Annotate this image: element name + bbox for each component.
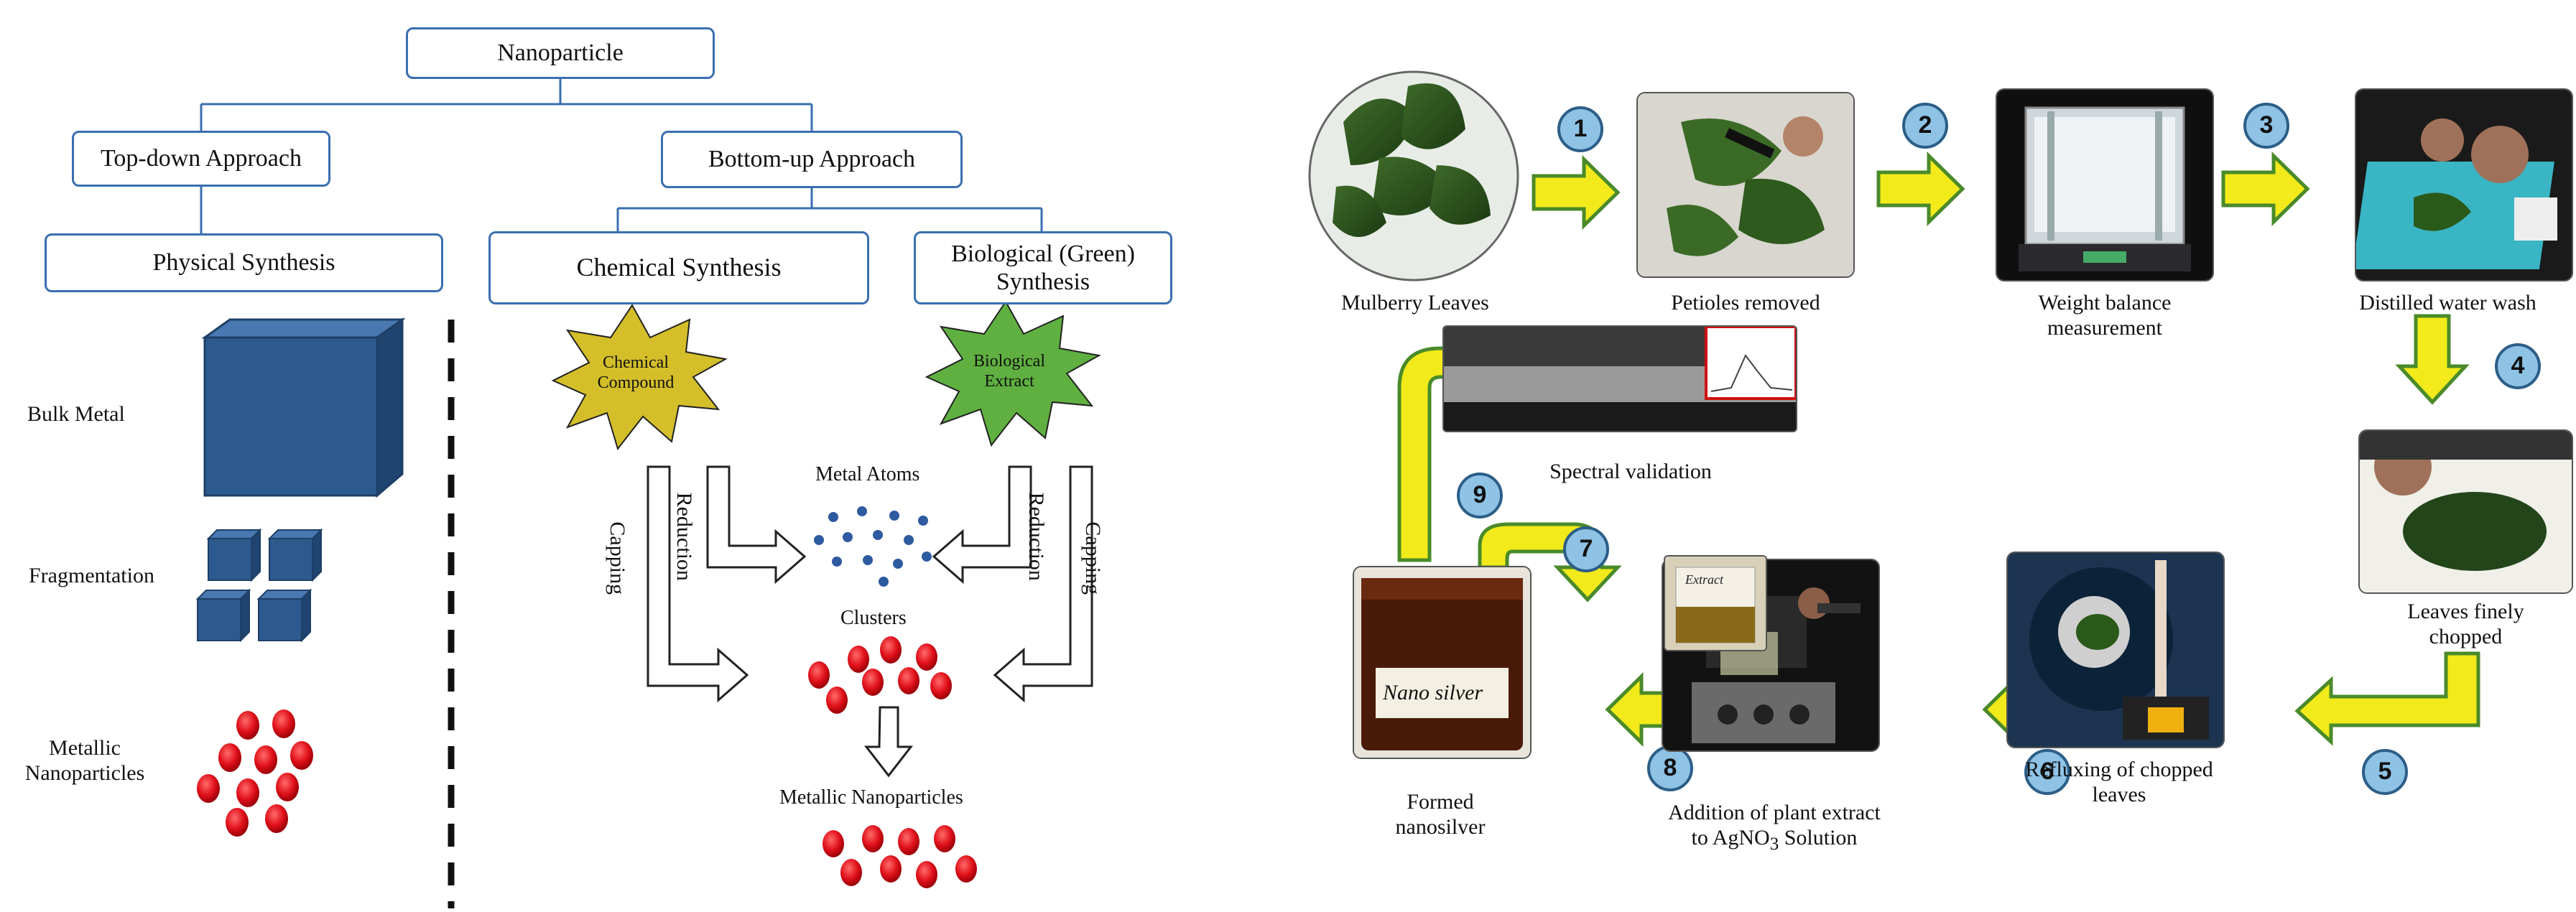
hierarchy-connectors xyxy=(200,79,1043,233)
fragmented-cubes xyxy=(195,528,323,643)
caption-reflux-line2: leaves xyxy=(2092,782,2146,806)
caption-chopped-line2: chopped xyxy=(2429,624,2503,648)
biological-synthesis-line1: Biological (Green) xyxy=(951,240,1135,267)
step-4-number: 4 xyxy=(2511,352,2525,379)
extract-beaker-photo: Extract xyxy=(1665,557,1766,650)
left-diagram-graphics xyxy=(195,79,1101,908)
caption-weight: Weight balance measurement xyxy=(1990,291,2220,340)
nanosilver-jar-label: Nano silver xyxy=(1383,681,1483,704)
step-1-number: 1 xyxy=(1573,115,1588,142)
metal-atoms-dots xyxy=(814,506,932,587)
clusters-label: Clusters xyxy=(840,607,907,629)
step-badges xyxy=(1457,103,2541,795)
chem-compound-line1: Chemical xyxy=(603,353,669,372)
caption-nanosilver-line2: nanosilver xyxy=(1395,814,1486,839)
bulk-metal-label: Bulk Metal xyxy=(27,402,125,426)
caption-addition-pre: to AgNO xyxy=(1691,825,1770,850)
top-down-box: Top-down Approach xyxy=(72,131,330,187)
mulberry-leaves-photo xyxy=(1308,70,1519,281)
metallic-nanoparticles-label: Metallic Nanoparticles xyxy=(779,786,963,809)
caption-nanosilver-line1: Formed xyxy=(1407,790,1474,814)
water-wash-photo xyxy=(2356,90,2572,280)
clusters-particles xyxy=(808,636,952,714)
chemical-synthesis-box: Chemical Synthesis xyxy=(488,231,869,304)
spectral-photo xyxy=(1444,327,1796,431)
extract-beaker-label: Extract xyxy=(1685,572,1723,587)
biological-synthesis-line2: Synthesis xyxy=(996,269,1090,295)
caption-mulberry: Mulberry Leaves xyxy=(1341,291,1489,315)
weight-balance-photo xyxy=(1997,90,2213,280)
nanoparticle-box: Nanoparticle xyxy=(406,27,715,79)
chopped-leaves-photo xyxy=(2360,431,2572,592)
caption-addition-line1: Addition of plant extract xyxy=(1668,801,1881,824)
caption-addition-post: Solution xyxy=(1779,825,1858,850)
step-3-number: 3 xyxy=(2259,111,2274,139)
caption-addition-sub: 3 xyxy=(1769,834,1779,854)
petioles-photo xyxy=(1638,93,1853,276)
process-arrows xyxy=(647,465,1093,778)
biological-synthesis-box: Biological (Green) Synthesis xyxy=(914,231,1172,304)
chemical-synthesis-label: Chemical Synthesis xyxy=(576,253,782,282)
step-7-number: 7 xyxy=(1579,535,1593,562)
left-nanoparticles xyxy=(197,709,313,837)
caption-weight-line2: measurement xyxy=(2047,315,2162,340)
nanoparticle-label: Nanoparticle xyxy=(497,39,624,67)
metallic-np-line1: Metallic xyxy=(49,736,121,760)
metallic-nanoparticles-left-label: Metallic Nanoparticles xyxy=(20,736,149,786)
step-8-number: 8 xyxy=(1663,754,1677,781)
bulk-metal-cube xyxy=(201,317,406,498)
caption-weight-line1: Weight balance xyxy=(2038,291,2172,315)
metallic-np-line2: Nanoparticles xyxy=(24,760,145,785)
nanosilver-photo: Nano silver xyxy=(1354,567,1530,758)
caption-addition-line2: to AgNO3 Solution xyxy=(1645,826,1904,855)
chemical-compound-label: Chemical Compound xyxy=(589,353,682,393)
bio-capping-label: Capping xyxy=(1081,521,1106,595)
bio-extract-line2: Extract xyxy=(984,371,1034,391)
caption-chopped-line1: Leaves finely xyxy=(2407,600,2524,623)
caption-reflux: Refluxing of chopped leaves xyxy=(1983,758,2256,807)
caption-reflux-line1: Refluxing of chopped xyxy=(2025,758,2213,781)
final-nanoparticles xyxy=(823,825,977,888)
caption-addition: Addition of plant extract to AgNO3 Solut… xyxy=(1645,801,1904,855)
caption-wash: Distilled water wash xyxy=(2359,291,2536,315)
bottom-up-label: Bottom-up Approach xyxy=(708,146,916,173)
caption-chopped: Leaves finely chopped xyxy=(2360,600,2572,649)
physical-synthesis-label: Physical Synthesis xyxy=(152,249,335,276)
caption-nanosilver: Formed nanosilver xyxy=(1350,790,1530,839)
step-2-number: 2 xyxy=(1918,111,1932,139)
addition-photo xyxy=(1663,560,1878,750)
step-6-number: 6 xyxy=(2040,758,2054,785)
bottom-up-box: Bottom-up Approach xyxy=(661,131,963,188)
biological-extract-label: Biological Extract xyxy=(966,352,1052,391)
metal-atoms-label: Metal Atoms xyxy=(815,463,920,485)
bio-extract-line1: Biological xyxy=(973,352,1045,371)
flow-arrows xyxy=(1397,152,2480,747)
step-5-number: 5 xyxy=(2378,758,2392,785)
chem-compound-line2: Compound xyxy=(597,373,675,392)
step-9-number: 9 xyxy=(1473,481,1487,508)
physical-synthesis-box: Physical Synthesis xyxy=(45,233,443,292)
chem-reduction-label: Reduction xyxy=(672,492,696,581)
caption-petioles: Petioles removed xyxy=(1671,291,1820,315)
fragmentation-label: Fragmentation xyxy=(29,564,154,587)
bio-reduction-label: Reduction xyxy=(1024,492,1048,581)
biological-extract-star xyxy=(925,300,1101,447)
chemical-compound-star xyxy=(551,304,728,451)
reflux-photo xyxy=(2008,553,2223,747)
top-down-label: Top-down Approach xyxy=(101,145,302,172)
chem-capping-label: Capping xyxy=(606,521,630,595)
caption-spectral: Spectral validation xyxy=(1549,460,1712,483)
